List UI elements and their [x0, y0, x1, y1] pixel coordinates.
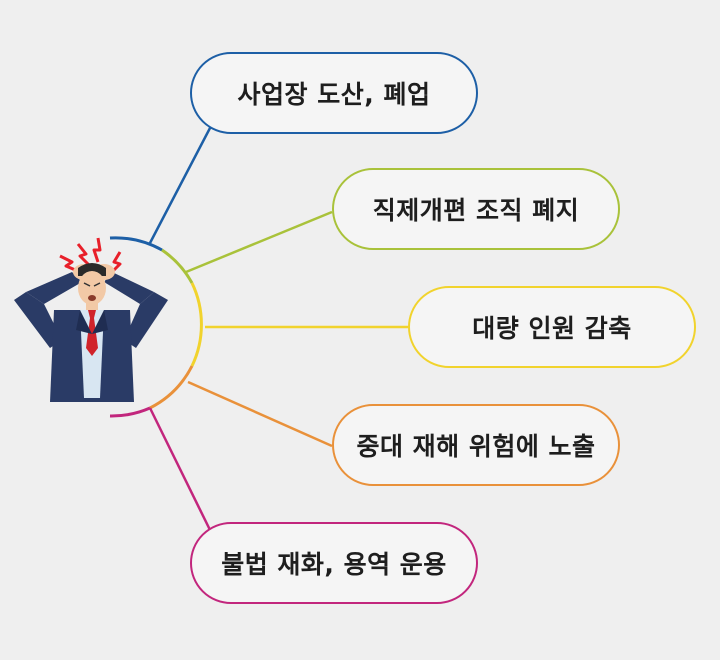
item-label: 중대 재해 위험에 노출: [356, 432, 596, 461]
connector-line-magenta: [148, 407, 212, 531]
alert-mark-icon: [110, 251, 122, 274]
connector-line-orange: [187, 380, 333, 448]
ring-arc-orange: [149, 365, 194, 410]
alert-mark-icon: [76, 243, 92, 268]
ring-arc-green: [161, 248, 194, 284]
item-pill-illegal-goods: 불법 재화, 용역 운용: [190, 522, 478, 604]
item-label: 직제개편 조직 폐지: [372, 196, 580, 225]
item-pill-hazard-exposure: 중대 재해 위험에 노출: [332, 404, 620, 486]
item-label: 대량 인원 감축: [472, 314, 632, 343]
connector-line-blue: [148, 120, 233, 244]
alert-mark-icon: [92, 237, 102, 263]
item-pill-mass-layoff: 대량 인원 감축: [408, 286, 696, 368]
connector-line-green: [185, 210, 333, 274]
ring-arc-magenta: [109, 406, 151, 418]
item-label: 사업장 도산, 폐업: [237, 80, 431, 109]
stressed-businessman-icon: [14, 237, 168, 402]
alert-mark-icon: [59, 254, 81, 274]
item-pill-business-closure: 사업장 도산, 폐업: [190, 52, 478, 134]
ring-arc-blue: [109, 236, 163, 252]
item-pill-org-restructure: 직제개편 조직 폐지: [332, 168, 620, 250]
ring-arc-yellow: [190, 282, 203, 367]
item-label: 불법 재화, 용역 운용: [221, 550, 447, 579]
